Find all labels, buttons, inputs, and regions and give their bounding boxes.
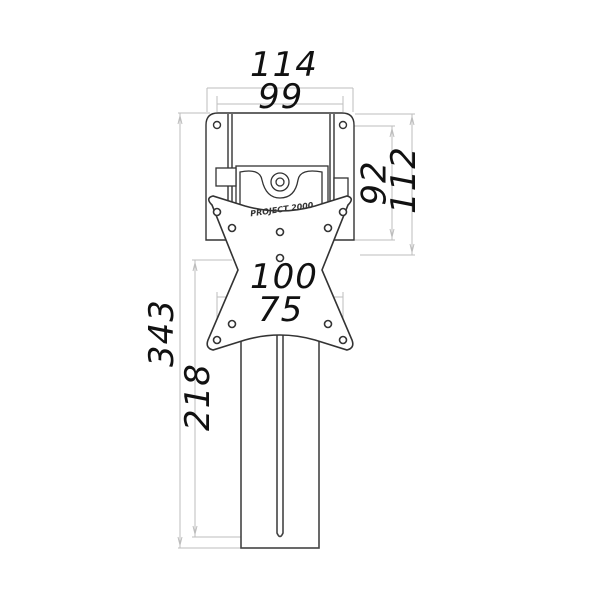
vesa-plate [206,195,354,351]
dim-arm-height: 218 [177,363,218,431]
dim-overall-width: 114 [250,45,318,85]
dim-total-height: 343 [141,299,182,367]
dim-plate-outer-height: 112 [383,146,424,214]
dim-vesa-large: 100 [250,257,318,297]
dim-inner-width: 99 [258,77,304,117]
dim-vesa-small: 75 [258,290,304,330]
vertical-arm [240,319,320,549]
